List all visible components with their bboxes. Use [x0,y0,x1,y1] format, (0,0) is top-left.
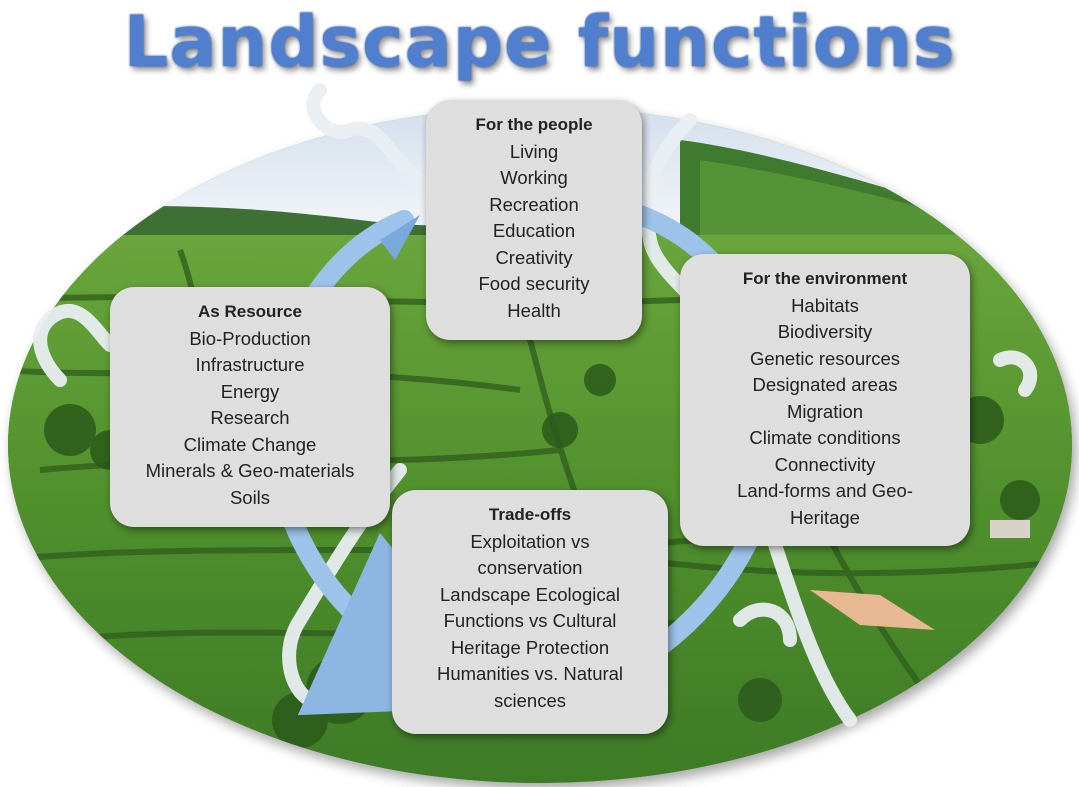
box-heading: As Resource [198,302,302,321]
list-item: Humanities vs. Natural [436,663,624,684]
box-heading: For the environment [742,269,908,288]
list-item: Food security [478,273,590,294]
list-item: Living [509,140,559,162]
list-item: Exploitation vs [470,530,590,552]
page-title: Landscape functions [123,1,956,83]
box-for-the-people: For the people Living Working Recreation… [426,100,642,340]
list-item: Genetic resources [749,347,901,369]
arrowhead-icon [380,215,420,260]
list-item: Migration [786,400,864,422]
list-item: Bio-Production [189,327,311,349]
list-item: Climate Change [183,433,317,455]
box-as-resource: As Resource Bio-Production Infrastructur… [110,287,390,527]
list-item: conservation [477,557,583,578]
list-item: Recreation [489,193,579,215]
list-item: Connectivity [774,453,876,475]
box-heading: For the people [475,115,593,134]
list-item: sciences [494,689,566,711]
list-item: Energy [220,380,280,402]
list-item: Creativity [495,246,573,268]
list-item: Research [210,407,290,428]
list-item: Land-forms and Geo- [737,480,913,501]
list-item: Infrastructure [195,354,305,375]
list-item: Heritage [790,506,860,528]
box-heading: Trade-offs [488,505,572,524]
list-item: Landscape Ecological [440,583,620,605]
box-trade-offs: Trade-offs Exploitation vs conservation … [392,490,668,734]
list-item: Soils [229,486,271,508]
list-item: Biodiversity [777,321,873,342]
box-for-the-environment: For the environment Habitats Biodiversit… [680,254,970,546]
list-item: Health [507,299,561,321]
list-item: Education [492,220,576,241]
list-item: Minerals & Geo-materials [145,460,355,481]
list-item: Habitats [791,294,859,316]
list-item: Functions vs Cultural [443,610,617,631]
list-item: Heritage Protection [450,636,610,658]
list-item: Climate conditions [749,427,901,448]
list-item: Working [500,167,568,188]
list-item: Designated areas [752,374,898,395]
